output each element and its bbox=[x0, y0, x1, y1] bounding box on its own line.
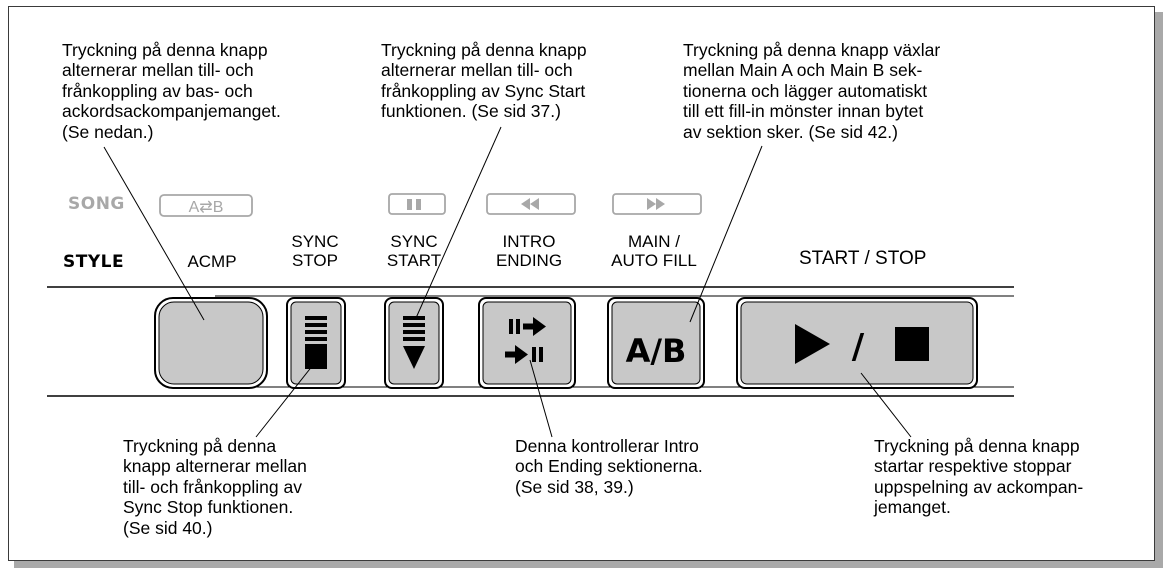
main-ab-callout: Tryckning på denna knapp växlar mellan M… bbox=[683, 40, 941, 142]
leader-line-main-ab bbox=[689, 145, 763, 323]
sync-start-callout: Tryckning på denna knapp alternerar mell… bbox=[381, 40, 587, 122]
start-stop-button[interactable]: / bbox=[736, 297, 978, 389]
slash-text: / bbox=[852, 327, 865, 367]
sync-start-icon bbox=[403, 316, 425, 369]
leader-line-sync-start bbox=[415, 126, 502, 319]
fast-forward-icon bbox=[647, 198, 665, 210]
sync-stop-label: SYNC STOP bbox=[291, 232, 339, 270]
intro-ending-callout: Denna kontrollerar Intro och Ending sekt… bbox=[515, 436, 703, 497]
intro-ending-icon bbox=[505, 317, 546, 364]
sync-stop-icon bbox=[305, 316, 327, 369]
start-stop-callout: Tryckning på denna knapp startar respekt… bbox=[874, 436, 1084, 518]
song-ab-indicator: A⇄B bbox=[159, 194, 253, 217]
acmp-label: ACMP bbox=[187, 252, 237, 271]
fast-forward-indicator bbox=[612, 193, 702, 215]
a-b-repeat-icon: A⇄B bbox=[189, 199, 224, 216]
rewind-icon bbox=[521, 198, 539, 210]
leader-line-acmp bbox=[103, 146, 205, 321]
acmp-button[interactable] bbox=[154, 297, 268, 389]
sync-start-label: SYNC START bbox=[386, 232, 442, 270]
ab-button-text: A/B bbox=[626, 332, 687, 370]
pause-icon bbox=[407, 199, 421, 210]
diagram-frame bbox=[8, 6, 1155, 561]
play-icon bbox=[795, 324, 830, 364]
frame-shadow-right bbox=[1155, 12, 1163, 568]
song-label: SONG bbox=[68, 194, 125, 214]
leader-line-intro-ending bbox=[529, 359, 553, 438]
frame-shadow bbox=[14, 561, 1163, 568]
leader-line-start-stop bbox=[860, 372, 912, 438]
intro-ending-button[interactable] bbox=[478, 297, 576, 389]
intro-ending-label: INTRO ENDING bbox=[495, 232, 563, 270]
acmp-callout: Tryckning på denna knapp alternerar mell… bbox=[62, 40, 281, 142]
sync-stop-callout: Tryckning på denna knapp alternerar mell… bbox=[123, 436, 307, 538]
rewind-indicator bbox=[486, 193, 576, 215]
stop-icon bbox=[895, 327, 929, 361]
leader-line-sync-stop bbox=[255, 364, 314, 438]
sync-stop-button[interactable] bbox=[286, 297, 346, 389]
pause-indicator bbox=[388, 193, 446, 215]
sync-start-button[interactable] bbox=[384, 297, 444, 389]
main-ab-button[interactable]: A/B bbox=[607, 297, 705, 389]
start-stop-label: START / STOP bbox=[799, 248, 927, 269]
style-label: STYLE bbox=[63, 252, 125, 272]
main-auto-fill-label: MAIN / AUTO FILL bbox=[611, 232, 697, 270]
